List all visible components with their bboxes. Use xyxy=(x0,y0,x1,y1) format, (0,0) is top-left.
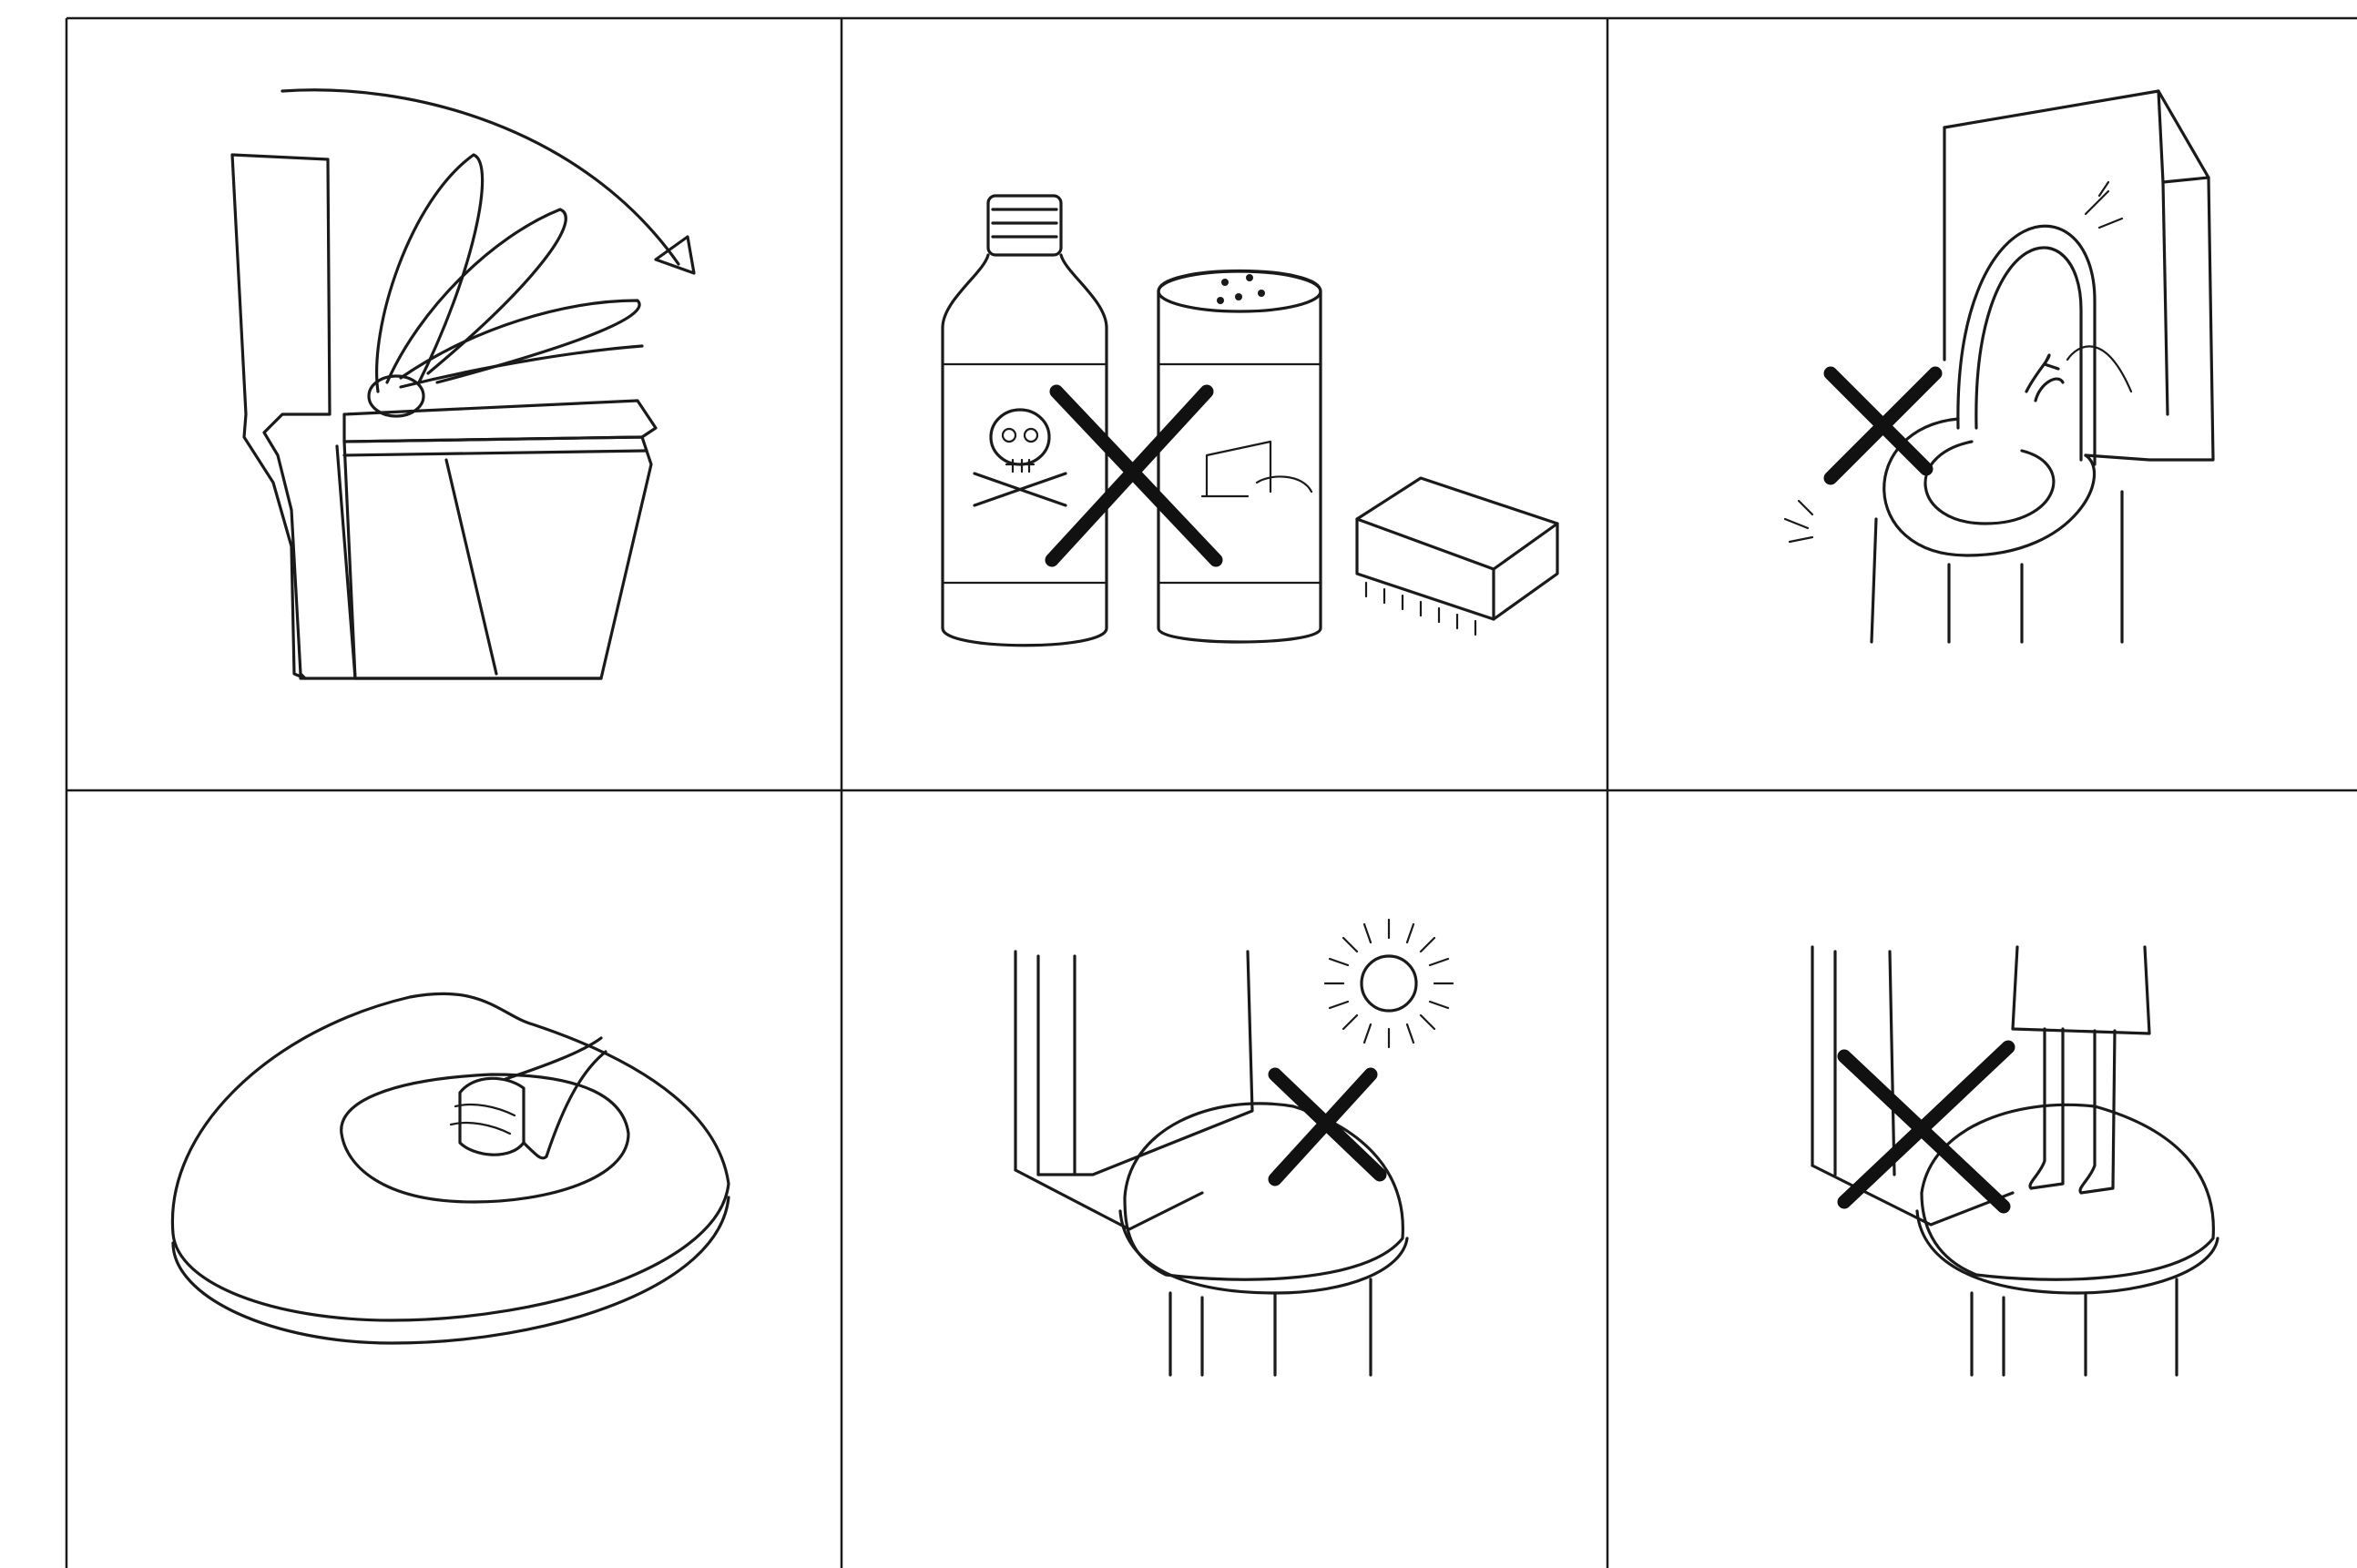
hand-wiping-cloth-icon xyxy=(451,1038,606,1158)
panel-no-slamming xyxy=(1785,91,2213,642)
panel-no-sunlight xyxy=(1015,920,1453,1375)
grid-lines xyxy=(66,18,2357,1568)
prohibited-cross-icon xyxy=(1831,373,1935,478)
toilet-icon xyxy=(1015,952,1407,1375)
lid-slamming-icon xyxy=(1785,182,2131,542)
toilet-icon xyxy=(232,155,656,678)
person-standing-legs-icon xyxy=(2013,947,2149,1193)
prohibited-cross-icon xyxy=(1275,1074,1380,1179)
seat-lid-closing-icon xyxy=(369,155,642,416)
prohibited-cross-icon xyxy=(1844,1047,2008,1207)
panel-close-lid-gently xyxy=(232,90,694,678)
scrub-brush-icon xyxy=(1357,478,1557,635)
prohibited-cross-icon xyxy=(1052,392,1216,560)
cleaning-powder-icon xyxy=(1158,271,1321,643)
sun-icon xyxy=(1325,920,1453,1047)
panel-wipe-clean xyxy=(172,993,729,1343)
arrow-icon xyxy=(282,90,694,273)
toilet-seat-icon xyxy=(172,993,729,1343)
panel-no-chemicals xyxy=(943,196,1557,646)
panel-no-standing xyxy=(1812,947,2218,1375)
